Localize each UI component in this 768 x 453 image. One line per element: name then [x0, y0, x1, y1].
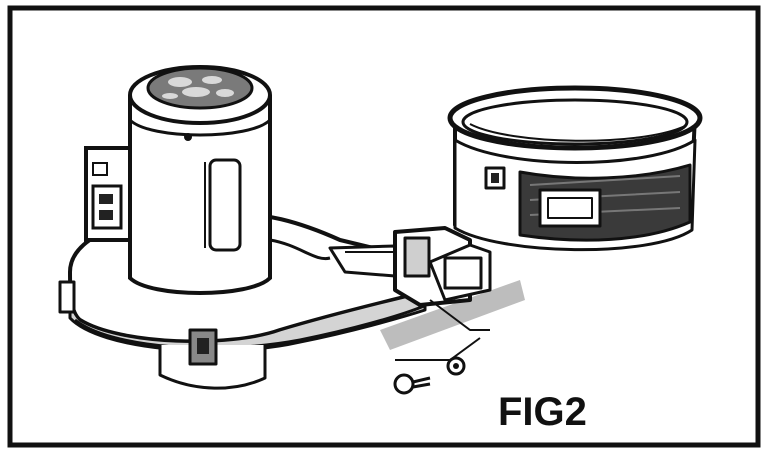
bowl — [447, 85, 703, 252]
arm-clamp — [393, 226, 492, 331]
figure-label: FIG2 — [498, 390, 587, 434]
small-parts — [393, 337, 481, 395]
power-cable — [269, 238, 331, 261]
motor-housing — [84, 65, 272, 295]
